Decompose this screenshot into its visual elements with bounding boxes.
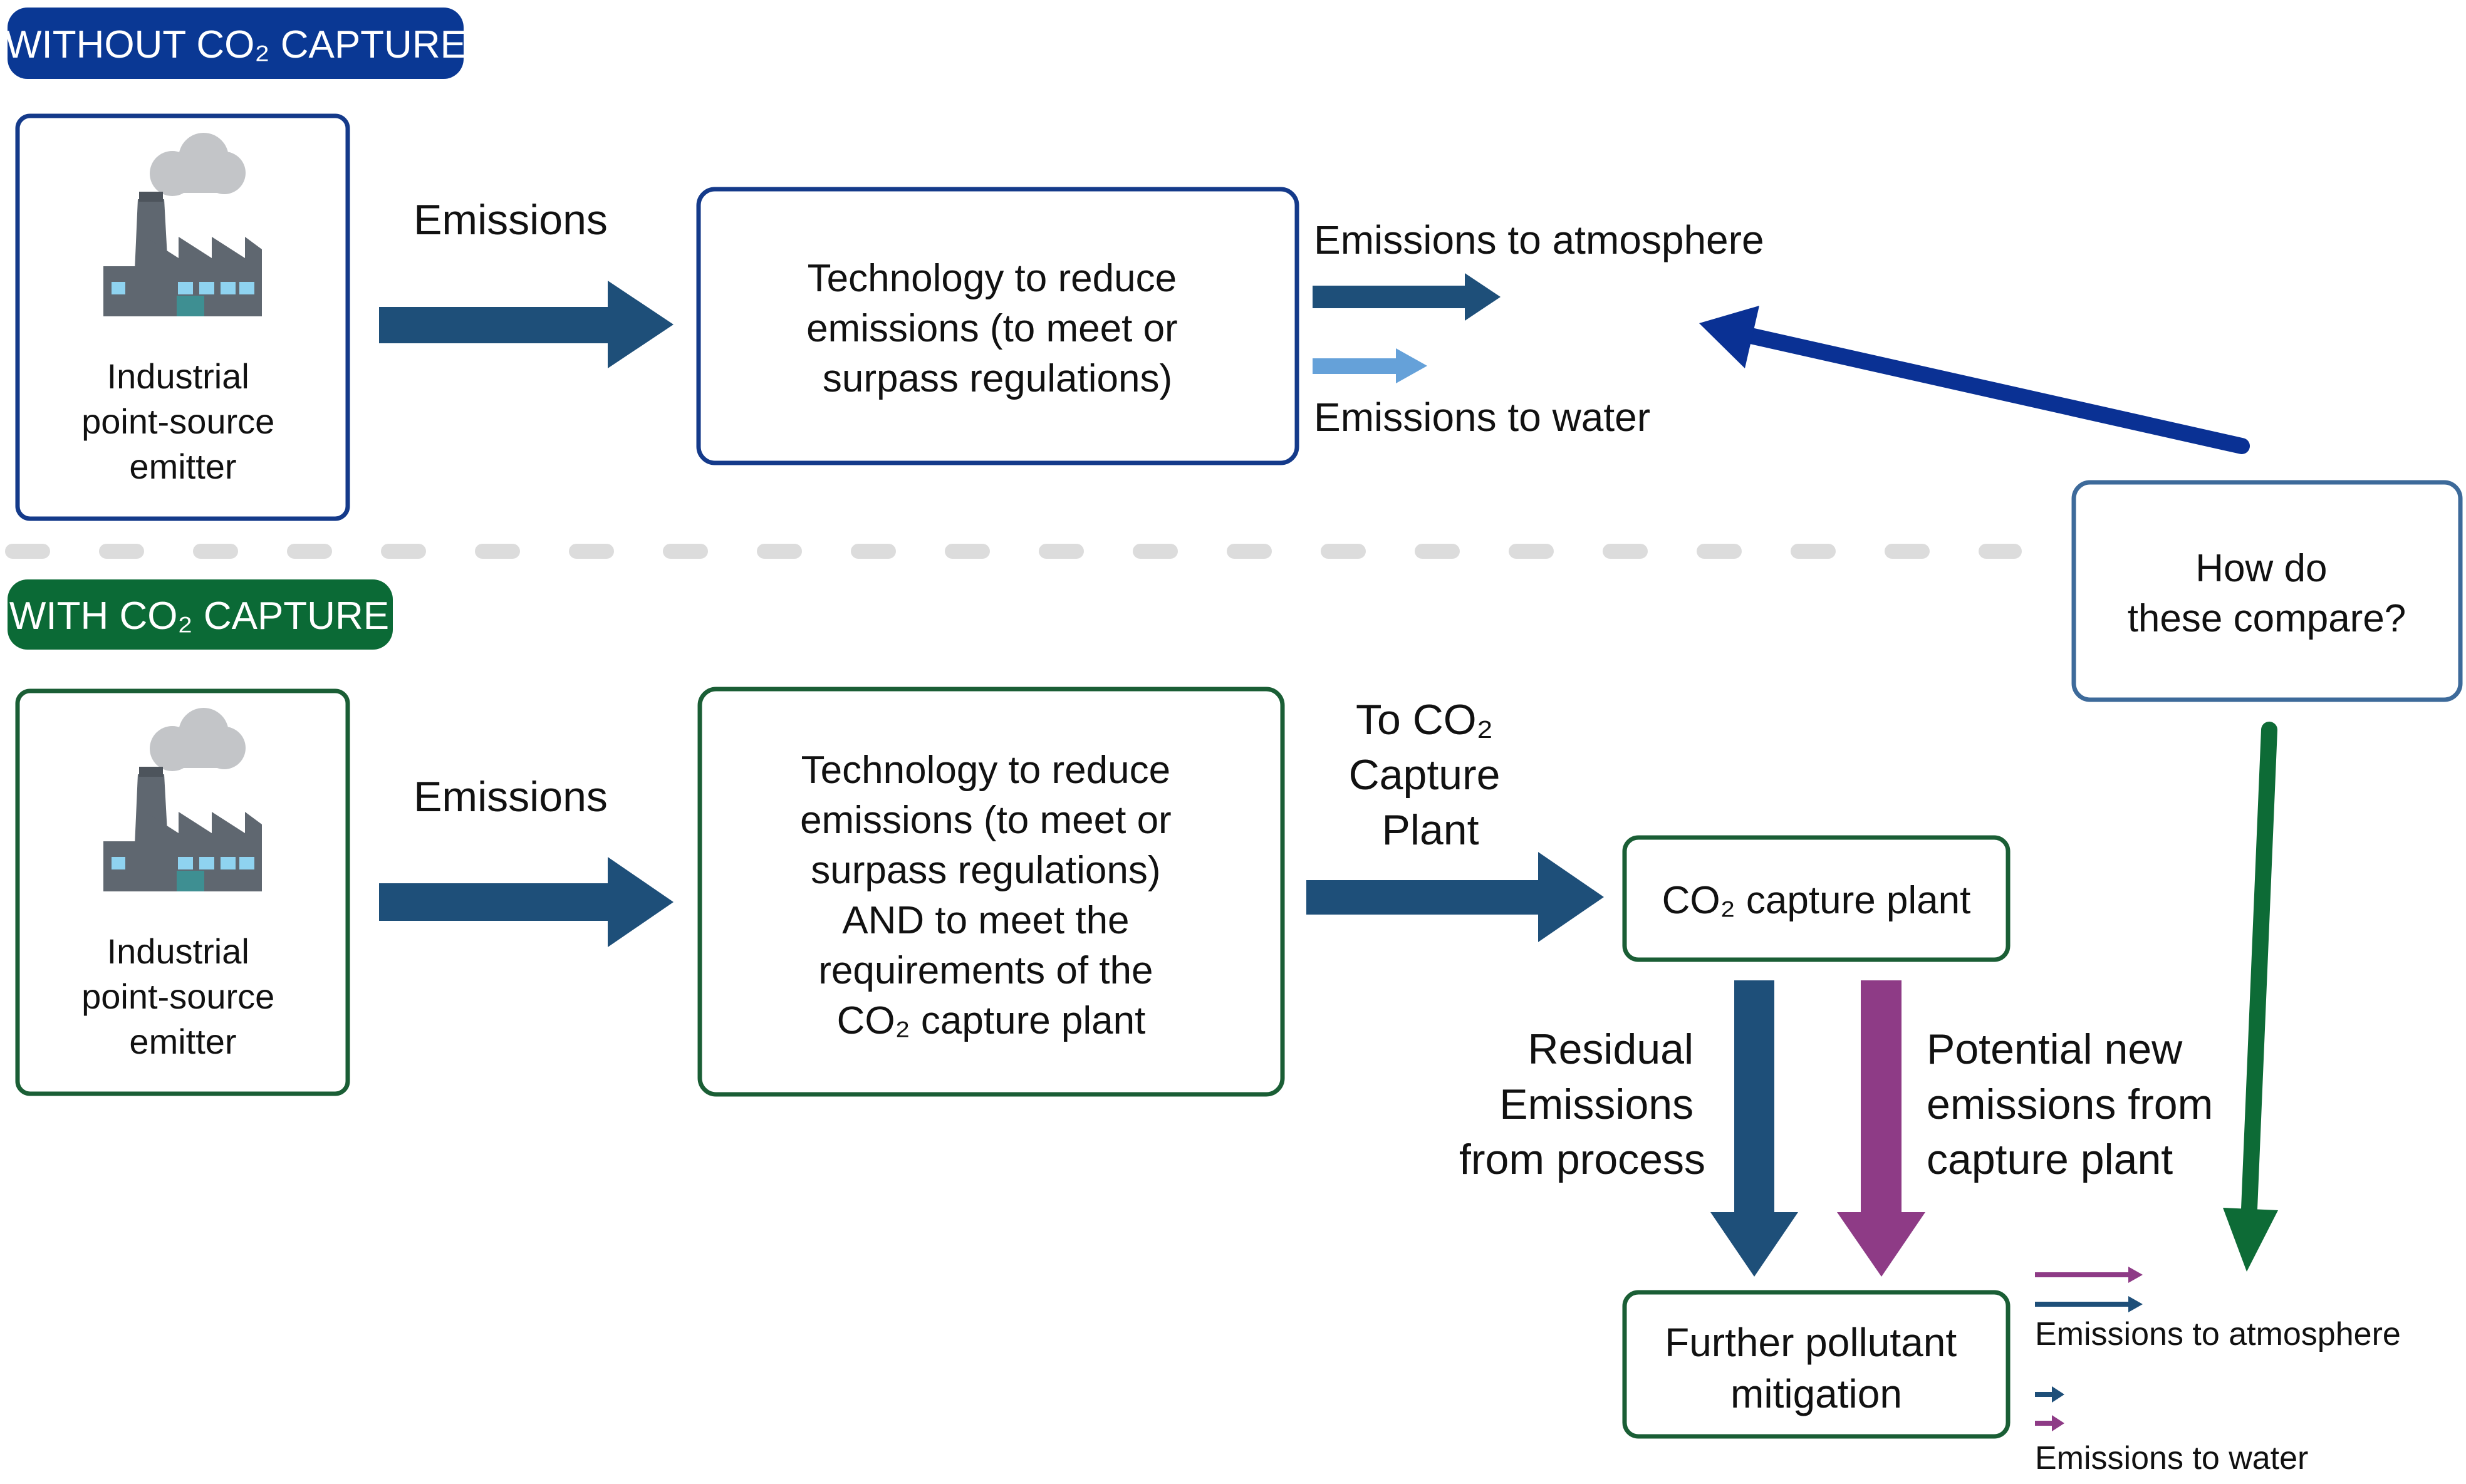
bottom-technology-line-2: emissions (to meet or xyxy=(800,799,1172,842)
without-capture-badge: WITHOUT CO₂ CAPTURE xyxy=(5,8,466,79)
top-emitter-frame xyxy=(15,113,350,521)
legend-water-navy-arrow xyxy=(2035,1386,2064,1403)
top-technology-line-3: surpass regulations) xyxy=(823,357,1172,400)
bottom-technology-line-1: Technology to reduce xyxy=(801,749,1170,792)
capture-plant-box: CO₂ capture plant xyxy=(1622,835,2011,962)
top-emitter-box: Industrial point-source emitter xyxy=(15,113,350,521)
bottom-technology-line-4: AND to meet the xyxy=(842,899,1129,942)
top-technology-frame xyxy=(696,187,1299,465)
top-technology-box: Technology to reduce emissions (to meet … xyxy=(696,187,1299,465)
top-emissions-arrow xyxy=(379,281,674,368)
new-emissions-arrow xyxy=(1837,980,1925,1277)
compare-text: How do these compare? xyxy=(2128,547,2406,640)
legend-water-purple-arrow xyxy=(2035,1415,2064,1431)
residual-emissions-arrow xyxy=(1710,980,1798,1277)
with-capture-badge-bg xyxy=(8,579,393,650)
capture-plant-label: CO₂ capture plant xyxy=(1662,879,1971,922)
without-capture-badge-bg xyxy=(8,8,464,79)
water-arrow xyxy=(1313,348,1427,383)
bottom-technology-line-5: requirements of the xyxy=(818,949,1153,992)
top-section: WITHOUT CO₂ CAPTURE Industrial point-sou… xyxy=(5,8,1764,521)
compare-line-2: these compare? xyxy=(2128,597,2406,640)
capture-plant-frame xyxy=(1622,835,2011,962)
mitigation-frame xyxy=(1622,1290,2011,1439)
bottom-emitter-frame xyxy=(15,688,350,1096)
mitigation-box: Further pollutant mitigation xyxy=(1622,1290,2011,1439)
mitigation-line-2: mitigation xyxy=(1730,1371,1902,1416)
top-water-label: Emissions to water xyxy=(1314,395,1650,440)
potential-emissions-label: Potential new emissions from capture pla… xyxy=(1927,1025,2225,1183)
bottom-emitter-text: Industrial point-source emitter xyxy=(81,931,284,1061)
compare-frame xyxy=(2071,480,2463,702)
mitigation-line-1: Further pollutant xyxy=(1665,1320,1957,1365)
legend-atmosphere-navy-arrow xyxy=(2035,1296,2143,1312)
residual-line-3: from process xyxy=(1459,1136,1705,1183)
bottom-emissions-label: Emissions xyxy=(414,773,608,821)
compare-to-bottom-arrow-shaft xyxy=(2241,722,2277,1217)
to-capture-line-3: Plant xyxy=(1382,806,1479,854)
compare-to-bottom-arrow xyxy=(2223,722,2278,1272)
bottom-emitter-line-3: emitter xyxy=(129,1022,236,1061)
legend-water-label: Emissions to water xyxy=(2035,1440,2308,1476)
top-emitter-line-2: point-source xyxy=(81,402,274,441)
potential-line-3: capture plant xyxy=(1927,1136,2173,1183)
mitigation-text: Further pollutant mitigation xyxy=(1665,1320,1968,1416)
residual-emissions-label: Residual Emissions from process xyxy=(1459,1025,1705,1183)
to-capture-line-2: Capture xyxy=(1349,751,1501,799)
legend-atmosphere-label: Emissions to atmosphere xyxy=(2035,1316,2401,1352)
potential-line-2: emissions from xyxy=(1927,1081,2213,1128)
top-technology-line-1: Technology to reduce xyxy=(808,257,1177,300)
bottom-emissions-arrow xyxy=(379,857,674,947)
bottom-technology-line-6: CO₂ capture plant xyxy=(837,999,1146,1042)
compare-to-bottom-arrow-head xyxy=(2223,1208,2278,1272)
bottom-emitter-line-1: Industrial xyxy=(107,931,249,971)
atmosphere-arrow xyxy=(1313,273,1501,321)
bottom-technology-box: Technology to reduce emissions (to meet … xyxy=(697,687,1285,1097)
top-atmosphere-label: Emissions to atmosphere xyxy=(1314,217,1764,262)
legend-atmosphere-purple-arrow xyxy=(2035,1267,2143,1283)
emissions-legend: Emissions to atmosphere Emissions to wat… xyxy=(2035,1267,2401,1476)
top-technology-text: Technology to reduce emissions (to meet … xyxy=(806,257,1189,400)
compare-to-top-arrow-shaft xyxy=(1740,327,2250,454)
compare-line-1: How do xyxy=(2195,547,2327,590)
top-emitter-line-3: emitter xyxy=(129,447,236,486)
residual-line-2: Emissions xyxy=(1499,1081,1693,1128)
top-emitter-text: Industrial point-source emitter xyxy=(81,356,284,486)
top-technology-line-2: emissions (to meet or xyxy=(806,307,1178,350)
with-capture-badge: WITH CO₂ CAPTURE xyxy=(8,579,393,650)
to-capture-line-1: To CO₂ xyxy=(1356,696,1493,744)
to-capture-arrow xyxy=(1306,852,1604,942)
bottom-section: WITH CO₂ CAPTURE Industrial point-source… xyxy=(8,579,2401,1476)
bottom-technology-line-3: surpass regulations) xyxy=(811,849,1160,892)
potential-line-1: Potential new xyxy=(1927,1025,2183,1073)
bottom-emitter-box: Industrial point-source emitter xyxy=(15,688,350,1096)
bottom-emitter-line-2: point-source xyxy=(81,977,274,1016)
bottom-technology-frame xyxy=(697,687,1285,1097)
residual-line-1: Residual xyxy=(1527,1025,1693,1073)
bottom-technology-text: Technology to reduce emissions (to meet … xyxy=(800,749,1182,1042)
top-emitter-line-1: Industrial xyxy=(107,356,249,396)
compare-box: How do these compare? xyxy=(2071,480,2463,702)
with-capture-label: WITH CO₂ CAPTURE xyxy=(9,594,389,638)
compare-to-top-arrow xyxy=(1699,306,2250,454)
to-capture-label: To CO₂ Capture Plant xyxy=(1349,696,1512,854)
without-capture-label: WITHOUT CO₂ CAPTURE xyxy=(5,23,466,66)
compare-to-top-arrow-head xyxy=(1699,306,1759,368)
top-emissions-label: Emissions xyxy=(414,196,608,244)
